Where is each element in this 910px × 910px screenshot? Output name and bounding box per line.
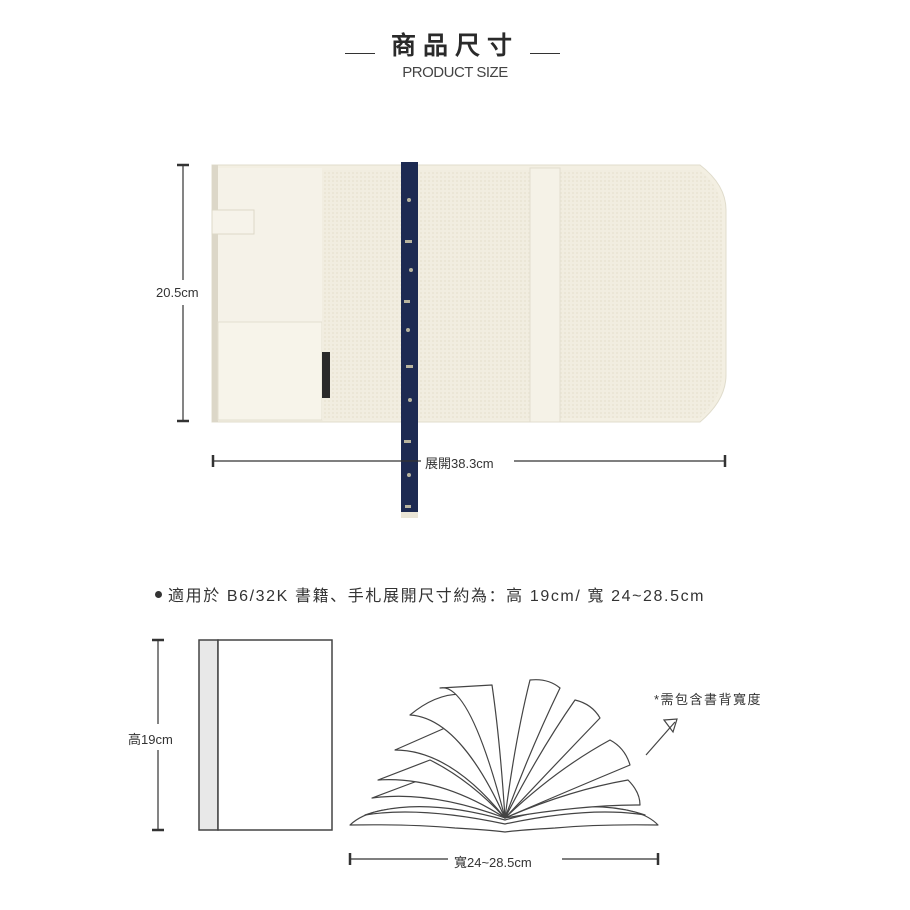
section-title: 商品尺寸 [390,32,519,60]
arrow-shaft [645,721,676,756]
card-pocket [217,321,323,421]
inner-panel-left [322,170,530,420]
book-height-label: 高19cm [128,732,173,747]
book-size-diagram [152,638,678,865]
page-right-4 [504,779,641,819]
book-width-label: 寬24~28.5cm [454,855,532,870]
brand-tag [322,352,330,398]
title-left-rule [345,53,375,54]
cover-height-label: 20.5cm [156,285,199,300]
bookmark-ribbon [401,162,418,518]
cover-width-label: 展開38.3cm [425,456,494,471]
arrow-head-icon [662,718,678,734]
bullet-icon [155,591,162,599]
section-subtitle: PRODUCT SIZE [402,64,508,81]
page-right-3 [504,739,631,819]
book-spine [198,639,219,831]
open-book [349,679,659,833]
book-front-cover [217,639,333,831]
usage-note: 適用於 B6/32K 書籍、手札展開尺寸約為：高 19cm/ 寬 24~28.5… [155,582,705,606]
cover-left-edge [212,165,218,422]
title-right-rule [530,53,560,54]
book-cover-illustration [177,162,727,518]
page-right-1 [504,679,561,819]
inner-panel-right [560,170,722,418]
spine-note: *需包含書背寬度 [654,692,763,707]
ribbon-end [401,512,418,518]
ribbon-pattern [404,198,413,508]
pen-tab [211,209,255,235]
usage-note-text: 適用於 B6/32K 書籍、手札展開尺寸約為：高 19cm/ 寬 24~28.5… [168,588,706,605]
right-strap [529,167,561,423]
page-right-2 [504,699,601,819]
